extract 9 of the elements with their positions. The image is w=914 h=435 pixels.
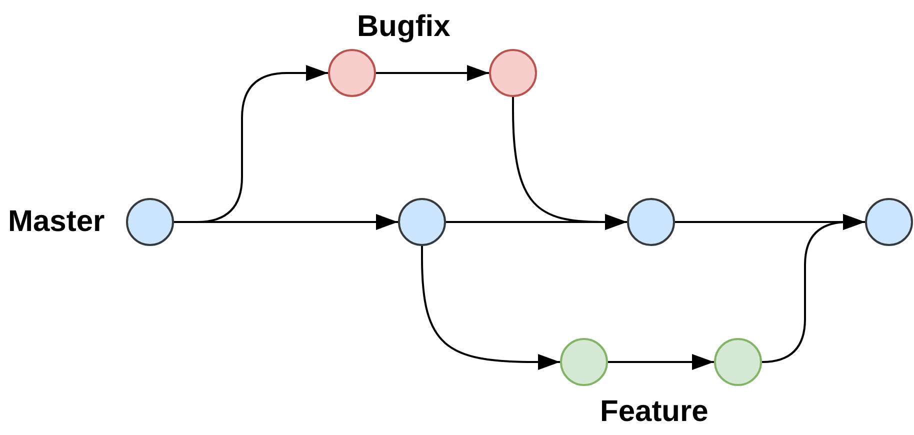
arrow — [376, 65, 489, 81]
arrow — [174, 214, 398, 230]
branch-label: Bugfix — [357, 12, 450, 42]
arrow — [761, 214, 865, 363]
arrow — [608, 354, 714, 370]
branch-label: Master — [8, 207, 105, 237]
arrow — [512, 97, 627, 230]
branch-label: Feature — [600, 397, 708, 427]
arrow — [421, 246, 560, 370]
